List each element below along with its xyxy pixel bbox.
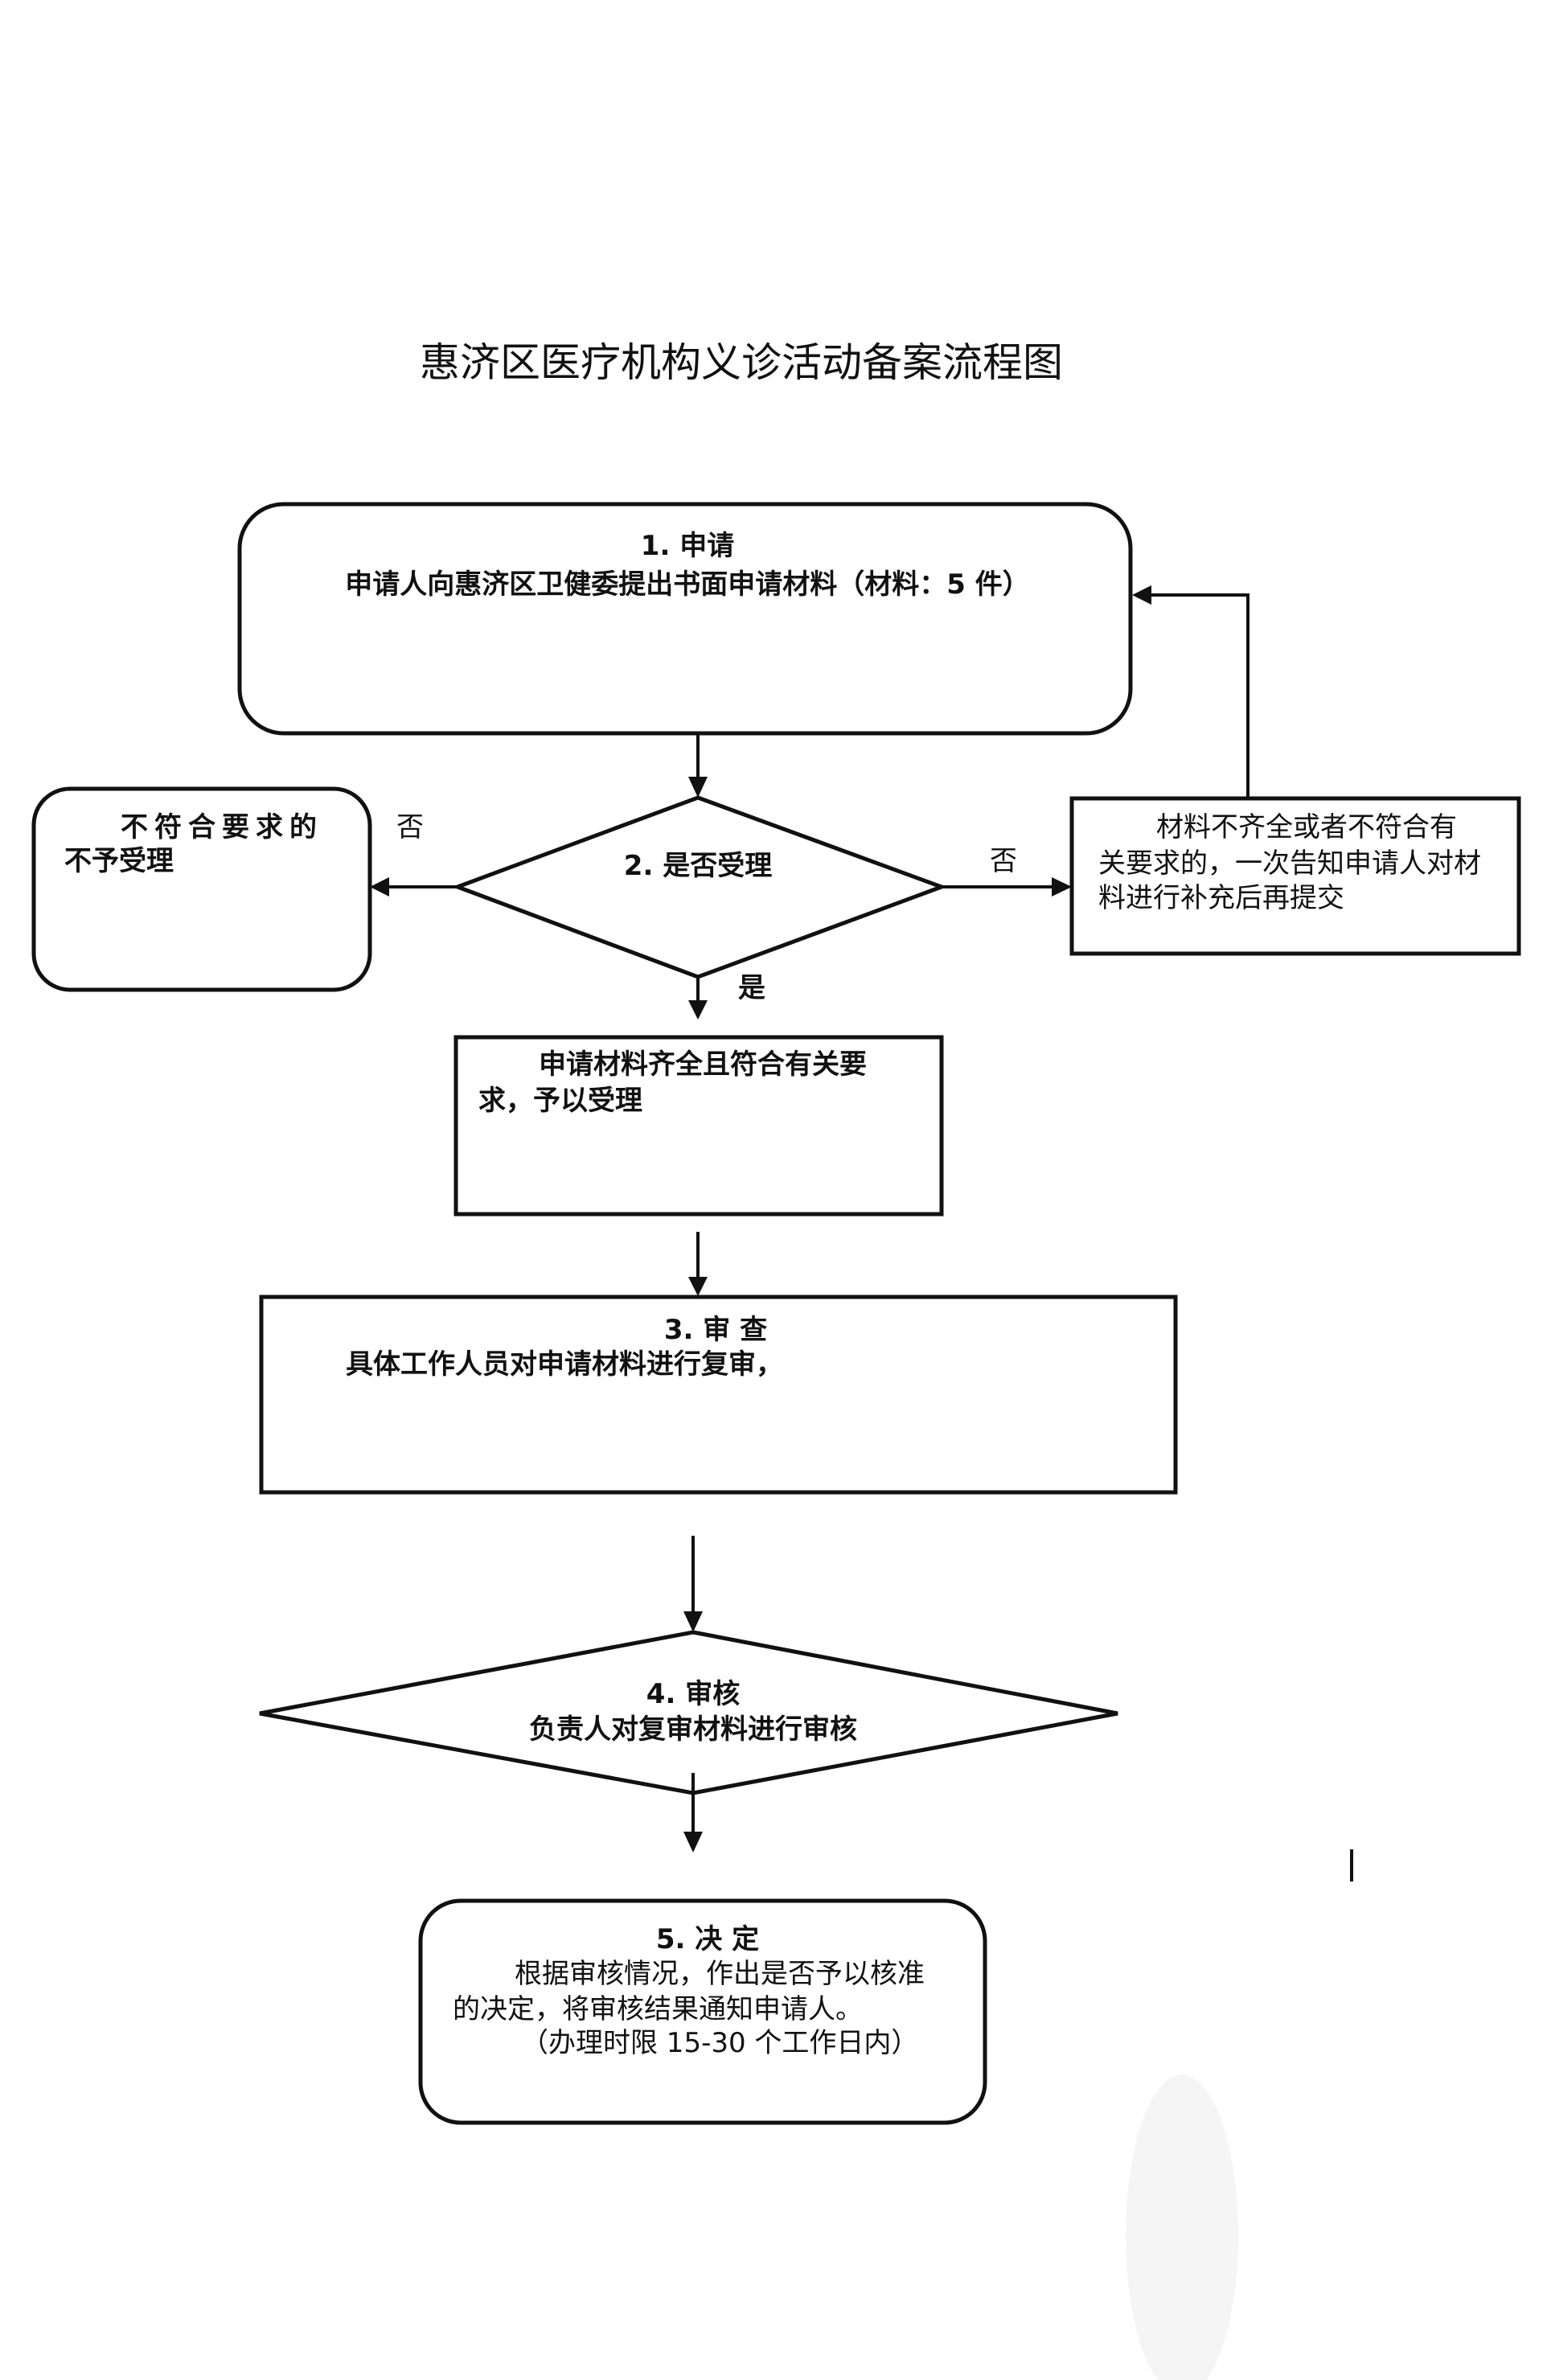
supplement-line2: 关要求的，一次告知申请人对材 (1098, 847, 1481, 880)
review-box (259, 1295, 1178, 1495)
step-apply: 1. 申请 申请人向惠济区卫健委提出书面申请材料（材料：5 件） (237, 502, 1133, 736)
accepted-line2: 求，予以受理 (478, 1085, 642, 1117)
step-accepted: 申请材料齐全且符合有关要 求，予以受理 (453, 1035, 944, 1217)
audit-diamond (259, 1630, 1118, 1795)
scan-smudge (1126, 2074, 1238, 2380)
audit-text: 负责人对复审材料进行审核 (529, 1713, 857, 1746)
arrowhead-icon (1052, 877, 1072, 897)
decision-line1: 根据审核情况，作出是否予以核准 (515, 1958, 925, 1990)
accept-decision-diamond (451, 795, 948, 979)
arrowhead-icon (683, 1611, 703, 1632)
arrowhead-icon (688, 1277, 708, 1296)
decision-line3: （办理时限 15-30 个工作日内） (521, 2027, 918, 2059)
apply-text: 申请人向惠济区卫健委提出书面申请材料（材料：5 件） (345, 568, 1030, 601)
arrowhead-icon (683, 1832, 703, 1853)
step-supplement: 材料不齐全或者不符合有 关要求的，一次告知申请人对材 料进行补充后再提交 (1069, 796, 1521, 956)
edge-label-no-left: 否 (396, 811, 424, 843)
arrowhead-icon (688, 777, 708, 798)
arrowhead-icon (688, 1000, 708, 1020)
step-review: 3. 审 查 具体工作人员对申请材料进行复审， (259, 1295, 1178, 1495)
decision-line2: 的决定，将审核结果通知申请人。 (453, 1993, 863, 2025)
reject-line1: 不符合要求的 (121, 811, 323, 843)
reject-box (31, 786, 372, 992)
accepted-box (453, 1035, 944, 1217)
apply-heading: 1. 申请 (641, 530, 734, 562)
arrowhead-icon (1132, 585, 1151, 605)
apply-box (237, 502, 1133, 736)
audit-heading: 4. 审核 (646, 1678, 740, 1710)
accepted-line1: 申请材料齐全且符合有关要 (539, 1048, 867, 1081)
step-reject: 不符合要求的 不予受理 (31, 786, 372, 992)
decision-box (418, 1898, 987, 2125)
supplement-box (1069, 796, 1521, 956)
arrowhead-icon (370, 877, 389, 897)
review-text: 具体工作人员对申请材料进行复审， (346, 1348, 783, 1381)
accept-decision-heading: 2. 是否受理 (624, 850, 772, 882)
supplement-line3: 料进行补充后再提交 (1098, 882, 1344, 914)
flowchart-title: 惠济区医疗机构义诊活动备案流程图 (420, 339, 1063, 386)
reject-line2: 不予受理 (64, 845, 174, 877)
edge-label-no-right: 否 (990, 845, 1017, 877)
step-accept-decision: 2. 是否受理 (451, 795, 948, 979)
step-decision: 5. 决 定 根据审核情况，作出是否予以核准 的决定，将审核结果通知申请人。 （… (418, 1898, 987, 2125)
edge-label-yes: 是 (738, 972, 765, 1004)
supplement-line1: 材料不齐全或者不符合有 (1156, 811, 1457, 843)
review-heading: 3. 审 查 (664, 1314, 767, 1346)
step-audit: 4. 审核 负责人对复审材料进行审核 (259, 1630, 1118, 1795)
decision-heading: 5. 决 定 (656, 1923, 759, 1955)
arrow-feedback-to-apply (1150, 593, 1250, 798)
